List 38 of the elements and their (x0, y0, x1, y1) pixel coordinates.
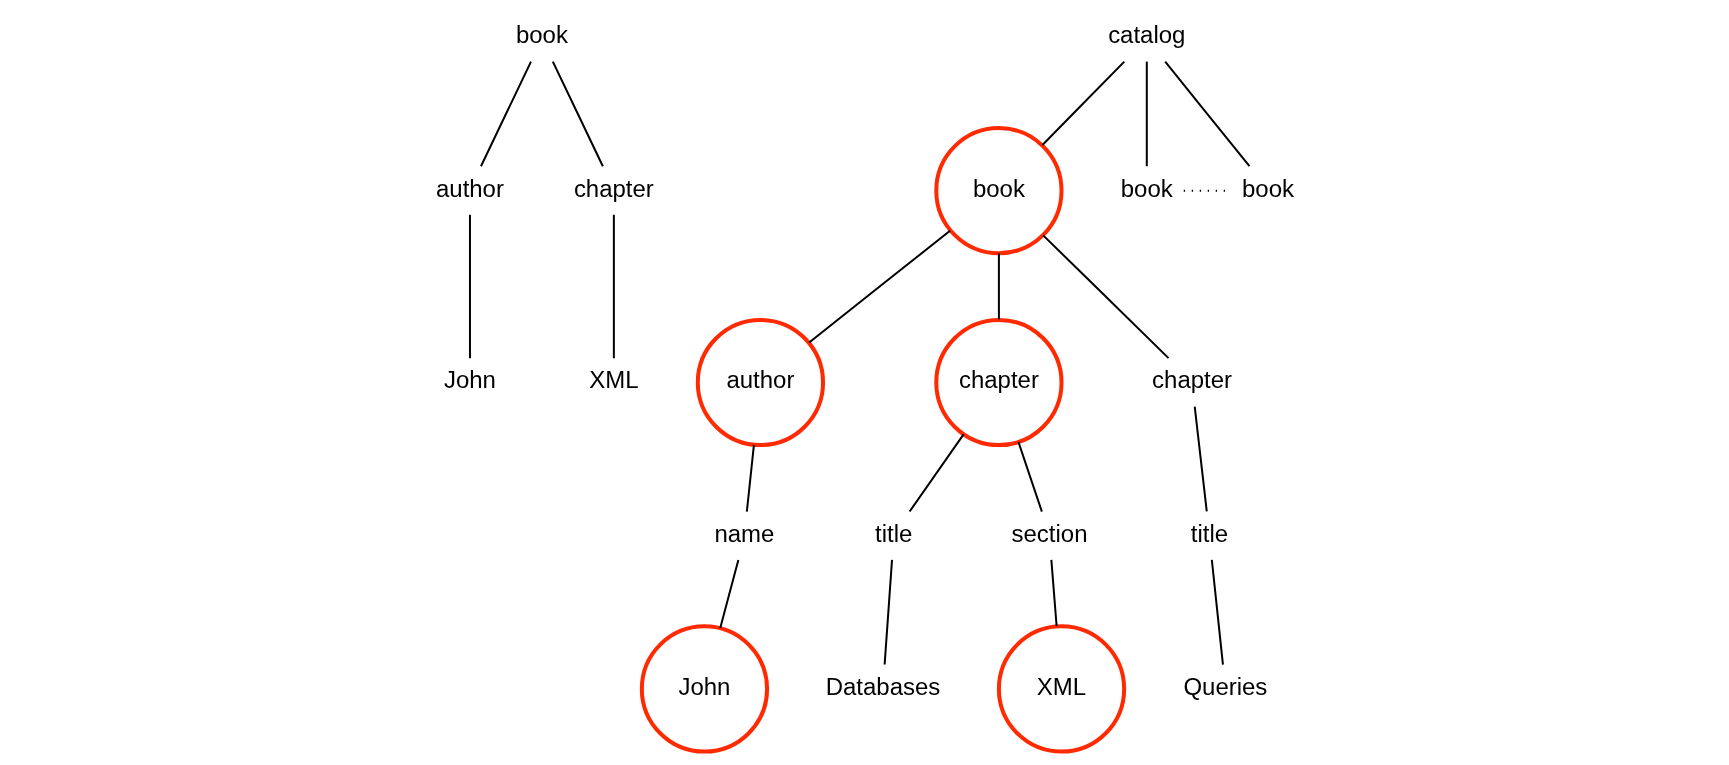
node-circle: XML (996, 624, 1126, 754)
node-text: title (874, 519, 912, 547)
node-text: author (435, 174, 504, 202)
node-text: section (1011, 519, 1087, 547)
connector (908, 433, 965, 513)
node-circle: author (695, 317, 825, 448)
node-text: Databases (825, 672, 940, 700)
node-text: Queries (1182, 672, 1267, 700)
node-text: name (713, 519, 774, 547)
connector (1041, 234, 1169, 360)
node-text: book (1241, 174, 1294, 202)
node-circle: book (933, 126, 1063, 256)
node-text: chapter (1151, 366, 1232, 394)
connector (1049, 558, 1058, 628)
connector (745, 444, 755, 513)
node-text: catalog (1107, 21, 1185, 49)
node-text: chapter (573, 174, 654, 202)
node-text: book (1120, 174, 1173, 202)
connector (1163, 60, 1250, 168)
connector (479, 60, 532, 168)
connector (551, 60, 604, 168)
connector (883, 558, 893, 666)
connector (1193, 405, 1208, 513)
node-text: title (1190, 519, 1228, 547)
node-text: XML (588, 366, 638, 394)
node-text: John (443, 366, 496, 394)
connector (1040, 60, 1125, 146)
connector (718, 558, 739, 630)
connector (468, 213, 471, 360)
node-circle: chapter (933, 317, 1063, 448)
connector (1016, 441, 1043, 513)
connector (997, 252, 1000, 321)
connector (807, 229, 951, 344)
node-circle: John (639, 624, 769, 754)
connector (1145, 60, 1148, 168)
connector (1210, 558, 1224, 666)
node-text: book (515, 21, 568, 49)
connector (612, 213, 615, 360)
